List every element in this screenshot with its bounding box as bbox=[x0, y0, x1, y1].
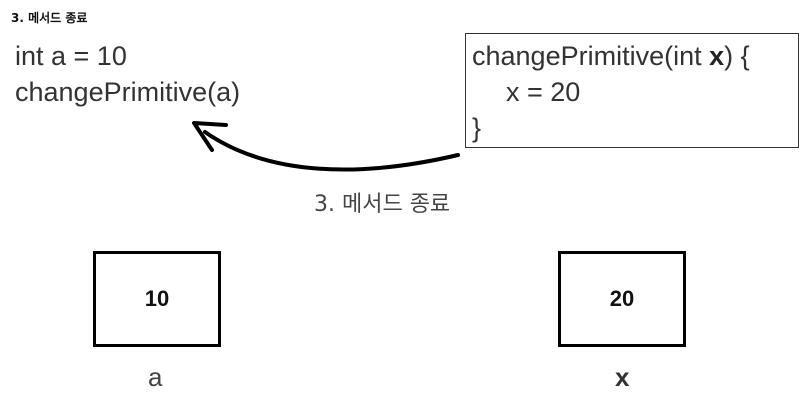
return-arrow-curve bbox=[203, 130, 460, 172]
method-body-line: x = 20 bbox=[506, 77, 581, 107]
caller-code: int a = 10 changePrimitive(a) bbox=[15, 38, 240, 110]
method-close-brace: } bbox=[472, 113, 482, 143]
method-param-name: x bbox=[709, 41, 725, 71]
method-signature-prefix: changePrimitive(int bbox=[472, 41, 710, 71]
caller-code-line-2: changePrimitive(a) bbox=[15, 77, 241, 107]
arrow-label: 3. 메서드 종료 bbox=[314, 192, 451, 217]
method-code-box: changePrimitive(int x) { x = 20 } bbox=[465, 33, 799, 148]
return-arrow-head bbox=[192, 121, 228, 152]
variable-a-value: 10 bbox=[144, 286, 170, 311]
caller-code-line-1: int a = 10 bbox=[15, 41, 127, 71]
method-signature: changePrimitive(int x) { bbox=[472, 38, 798, 74]
variable-x-value: 20 bbox=[609, 286, 635, 311]
variable-x-box: 20 bbox=[558, 251, 686, 347]
variable-a-label: a bbox=[148, 362, 163, 392]
section-heading: 3. 메서드 종료 bbox=[11, 11, 88, 25]
method-signature-suffix: ) { bbox=[724, 41, 750, 71]
variable-x-label: x bbox=[615, 362, 630, 392]
variable-a-box: 10 bbox=[93, 251, 221, 347]
